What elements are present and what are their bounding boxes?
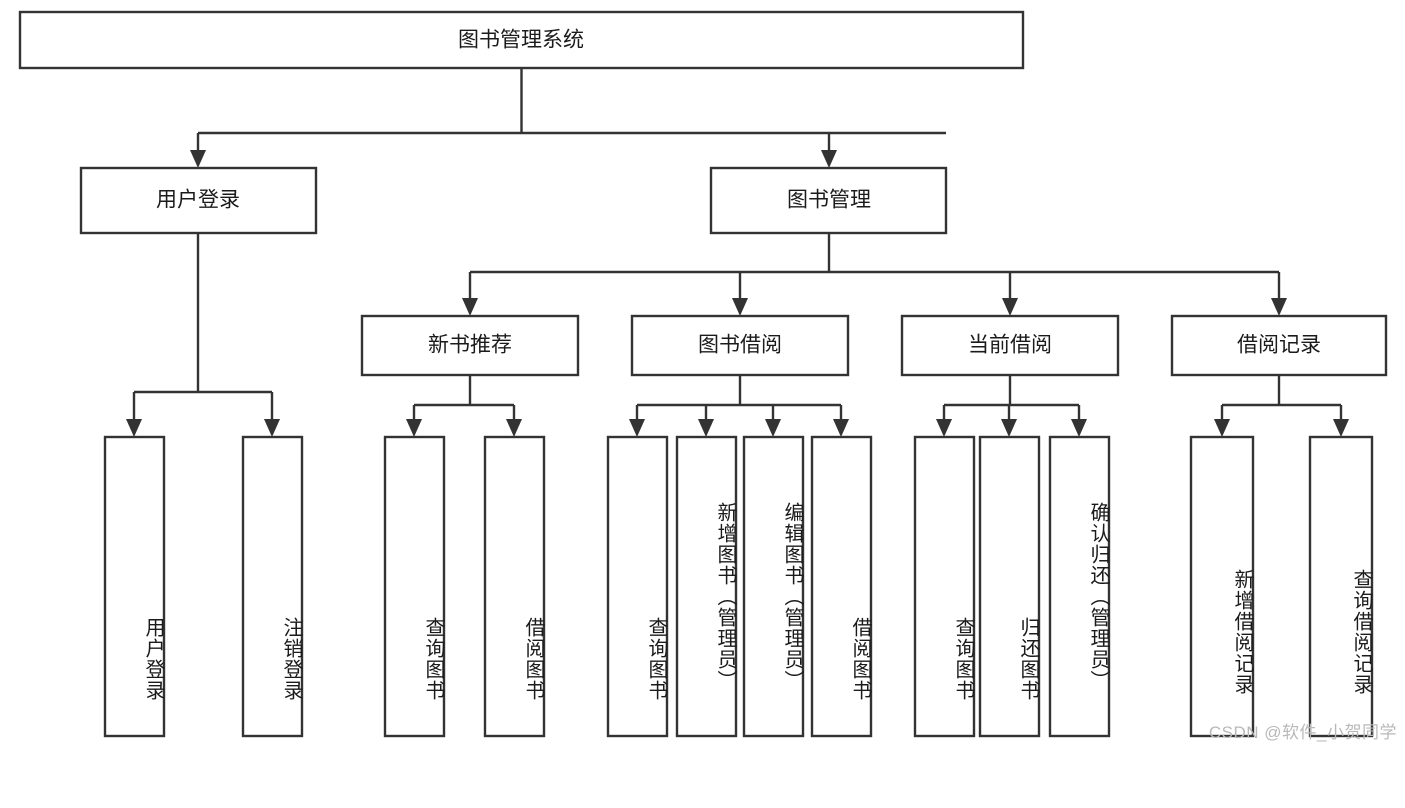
node-current-borrow-label: 当前借阅: [968, 334, 1052, 357]
arrow-head-book-borrow: [732, 298, 748, 316]
arrow-head-br-leaf-1: [1214, 419, 1230, 437]
node-root[interactable]: 图书管理系统: [18, 10, 1025, 70]
node-layer: 图书管理系统 用户登录 图书管理 新书推荐 图书借阅 当前: [18, 10, 1388, 738]
arrow-head-bb-leaf-1: [629, 419, 645, 437]
connector-layer: [126, 68, 1349, 437]
arrow-head-bb-leaf-3: [765, 419, 781, 437]
arrow-head-bb-leaf-4: [833, 419, 849, 437]
node-root-label: 图书管理系统: [458, 29, 584, 52]
node-new-book-recommend-box[interactable]: [360, 314, 580, 377]
leaf-box-new-book-2[interactable]: [483, 435, 546, 738]
node-borrow-record-label: 借阅记录: [1237, 334, 1321, 357]
arrow-head-leaf-logout: [264, 419, 280, 437]
node-book-borrow-box[interactable]: [630, 314, 850, 377]
node-borrow-record[interactable]: 借阅记录: [1170, 314, 1388, 377]
node-new-book-recommend[interactable]: 新书推荐: [360, 314, 580, 377]
leaf-box-book-borrow-2[interactable]: [675, 435, 738, 738]
leaf-box-book-borrow-4[interactable]: [810, 435, 873, 738]
node-book-manage-box[interactable]: [709, 166, 948, 235]
leaf-box-book-borrow-3[interactable]: [742, 435, 805, 738]
arrow-head-new-book: [462, 298, 478, 316]
arrow-head-cb-leaf-1: [936, 419, 952, 437]
node-user-login-box[interactable]: [79, 166, 318, 235]
arrow-head-bb-leaf-2: [698, 419, 714, 437]
arrow-head-borrow-record: [1271, 298, 1287, 316]
leaf-box-current-borrow-1[interactable]: [913, 435, 976, 738]
node-book-manage-label: 图书管理: [787, 189, 871, 212]
arrow-head-cb-leaf-3: [1071, 419, 1087, 437]
leaf-box-current-borrow-3[interactable]: [1048, 435, 1111, 738]
node-borrow-record-box[interactable]: [1170, 314, 1388, 377]
leaf-box-user-login-1[interactable]: [103, 435, 166, 738]
node-book-manage[interactable]: 图书管理: [709, 166, 948, 235]
arrow-head-nb-leaf-1: [406, 419, 422, 437]
node-book-borrow-label: 图书借阅: [698, 334, 782, 357]
arrow-head-nb-leaf-2: [506, 419, 522, 437]
leaf-box-user-login-2[interactable]: [241, 435, 304, 738]
arrow-head-br-leaf-2: [1333, 419, 1349, 437]
leaf-box-current-borrow-2[interactable]: [978, 435, 1041, 738]
node-user-login[interactable]: 用户登录: [79, 166, 318, 235]
watermark-label: CSDN @软件_小贺同学: [1208, 723, 1397, 742]
node-user-login-label: 用户登录: [156, 189, 240, 212]
node-root-box[interactable]: [18, 10, 1025, 70]
node-current-borrow-box[interactable]: [900, 314, 1120, 377]
node-new-book-recommend-label: 新书推荐: [428, 334, 512, 357]
arrow-head-user-login: [190, 150, 206, 168]
node-book-borrow[interactable]: 图书借阅: [630, 314, 850, 377]
leaf-box-new-book-1[interactable]: [383, 435, 446, 738]
arrow-head-current-borrow: [1002, 298, 1018, 316]
leaf-box-book-borrow-1[interactable]: [606, 435, 669, 738]
arrow-head-leaf-user-login: [126, 419, 142, 437]
diagram-canvas: 图书管理系统 用户登录 图书管理 新书推荐 图书借阅 当前: [18, 10, 1388, 738]
leaf-box-borrow-record-1[interactable]: [1189, 435, 1255, 738]
node-current-borrow[interactable]: 当前借阅: [900, 314, 1120, 377]
system-function-tree-diagram: 图书管理系统 用户登录 图书管理 新书推荐 图书借阅 当前: [18, 10, 1397, 742]
arrow-head-cb-leaf-2: [1001, 419, 1017, 437]
leaf-box-borrow-record-2[interactable]: [1308, 435, 1374, 738]
arrow-head-book-manage: [821, 150, 837, 168]
